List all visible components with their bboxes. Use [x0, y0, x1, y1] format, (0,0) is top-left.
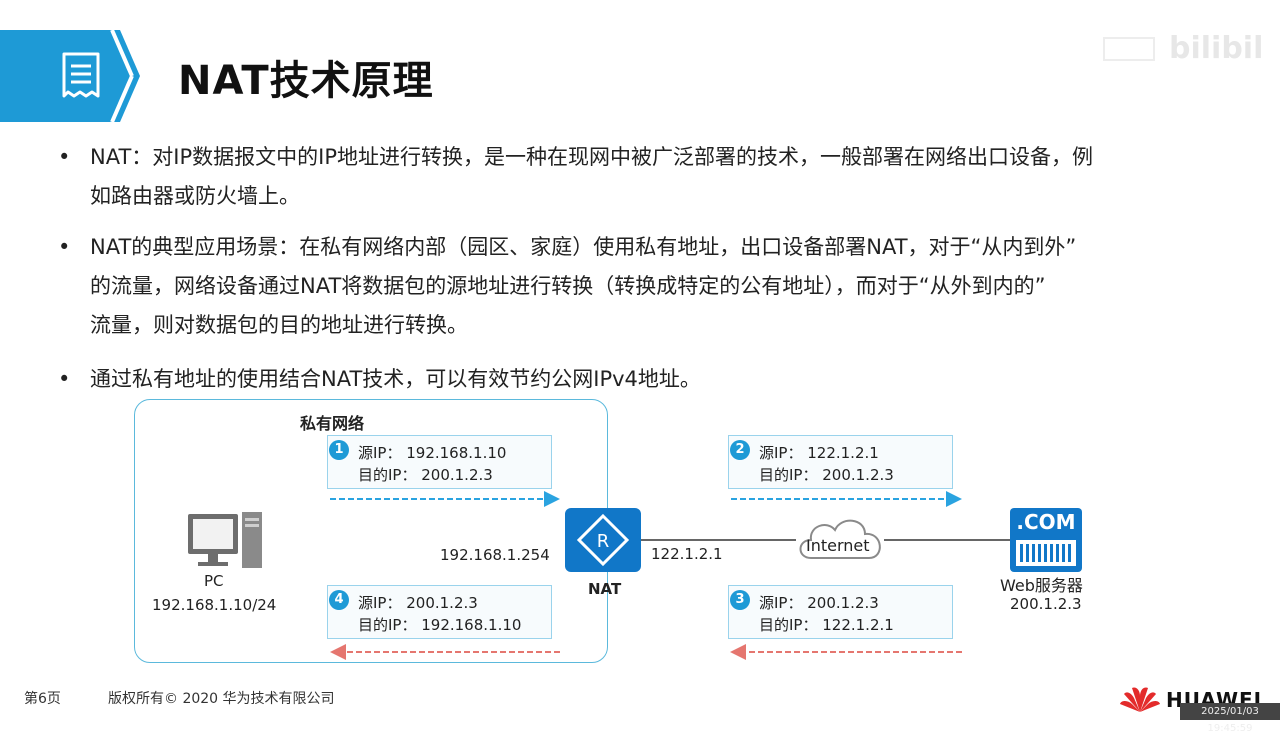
bullet-text-line: 通过私有地址的使用结合NAT技术，可以有效节约公网IPv4地址。 — [90, 367, 701, 391]
packet-info-box-2: 源IP： 122.1.2.1 目的IP： 200.1.2.3 — [728, 435, 953, 489]
bullet-nat-scenario: • NAT的典型应用场景：在私有网络内部（园区、家庭）使用私有地址，出口设备部署… — [58, 228, 1228, 345]
bullet-text-line: 如路由器或防火墙上。 — [90, 184, 300, 208]
packet-dst: 目的IP： 192.168.1.10 — [358, 616, 522, 634]
svg-text:R: R — [597, 531, 610, 552]
step-badge-4: 4 — [329, 590, 349, 610]
packet-info-box-3: 源IP： 200.1.2.3 目的IP： 122.1.2.1 — [728, 585, 953, 639]
bullet-dot: • — [58, 235, 71, 259]
packet-src: 源IP： 200.1.2.3 — [759, 594, 879, 612]
step-badge-3: 3 — [730, 590, 750, 610]
timestamp-overlay: 2025/01/03 19:45:59 — [1180, 703, 1280, 734]
server-label: Web服务器 — [1000, 576, 1083, 595]
router-outside-ip: 122.1.2.1 — [651, 545, 723, 563]
bullet-dot: • — [58, 367, 71, 391]
bullet-nat-benefit: • 通过私有地址的使用结合NAT技术，可以有效节约公网IPv4地址。 — [58, 360, 1228, 399]
server-badge: .COM — [1016, 510, 1076, 534]
bullet-text-line: 的流量，网络设备通过NAT将数据包的源地址进行转换（转换成特定的公有地址），而对… — [90, 274, 1046, 298]
bullet-dot: • — [58, 145, 71, 169]
pc-label: PC — [204, 572, 224, 590]
packet-src: 源IP： 200.1.2.3 — [358, 594, 478, 612]
packet-info-box-4: 源IP： 200.1.2.3 目的IP： 192.168.1.10 — [327, 585, 552, 639]
bullet-text-line: NAT的典型应用场景：在私有网络内部（园区、家庭）使用私有地址，出口设备部署NA… — [90, 235, 1077, 259]
bullet-text-line: NAT：对IP数据报文中的IP地址进行转换，是一种在现网中被广泛部署的技术，一般… — [90, 145, 1093, 169]
packet-dst: 目的IP： 200.1.2.3 — [759, 466, 894, 484]
router-icon: R — [565, 508, 641, 572]
step-badge-1: 1 — [329, 440, 349, 460]
huawei-logo-icon — [1120, 687, 1160, 712]
packet-src: 源IP： 192.168.1.10 — [358, 444, 507, 462]
step-badge-2: 2 — [730, 440, 750, 460]
packet-info-box-1: 源IP： 192.168.1.10 目的IP： 200.1.2.3 — [327, 435, 552, 489]
packet-src: 源IP： 122.1.2.1 — [759, 444, 879, 462]
packet-dst: 目的IP： 200.1.2.3 — [358, 466, 493, 484]
document-icon — [62, 52, 100, 98]
pc-icon — [188, 512, 262, 568]
private-network-label: 私有网络 — [300, 414, 365, 433]
cloud-icon — [799, 519, 881, 559]
watermark-logo: bilibili — [1103, 31, 1264, 66]
router-label: NAT — [588, 580, 622, 598]
page-title: NAT技术原理 — [178, 58, 434, 104]
packet-dst: 目的IP： 122.1.2.1 — [759, 616, 894, 634]
copyright-text: 版权所有© 2020 华为技术有限公司 — [108, 691, 335, 707]
pc-ip: 192.168.1.10/24 — [152, 596, 277, 614]
bullet-nat-definition: • NAT：对IP数据报文中的IP地址进行转换，是一种在现网中被广泛部署的技术，… — [58, 138, 1228, 216]
page-number: 第6页 — [24, 691, 61, 707]
server-ip: 200.1.2.3 — [1010, 595, 1082, 613]
svg-text:bilibili: bilibili — [1169, 31, 1264, 66]
cloud-label: Internet — [806, 536, 870, 555]
server-icon — [1010, 508, 1082, 572]
bullet-text-line: 流量，则对数据包的目的地址进行转换。 — [90, 313, 468, 337]
router-inside-ip: 192.168.1.254 — [440, 546, 550, 564]
